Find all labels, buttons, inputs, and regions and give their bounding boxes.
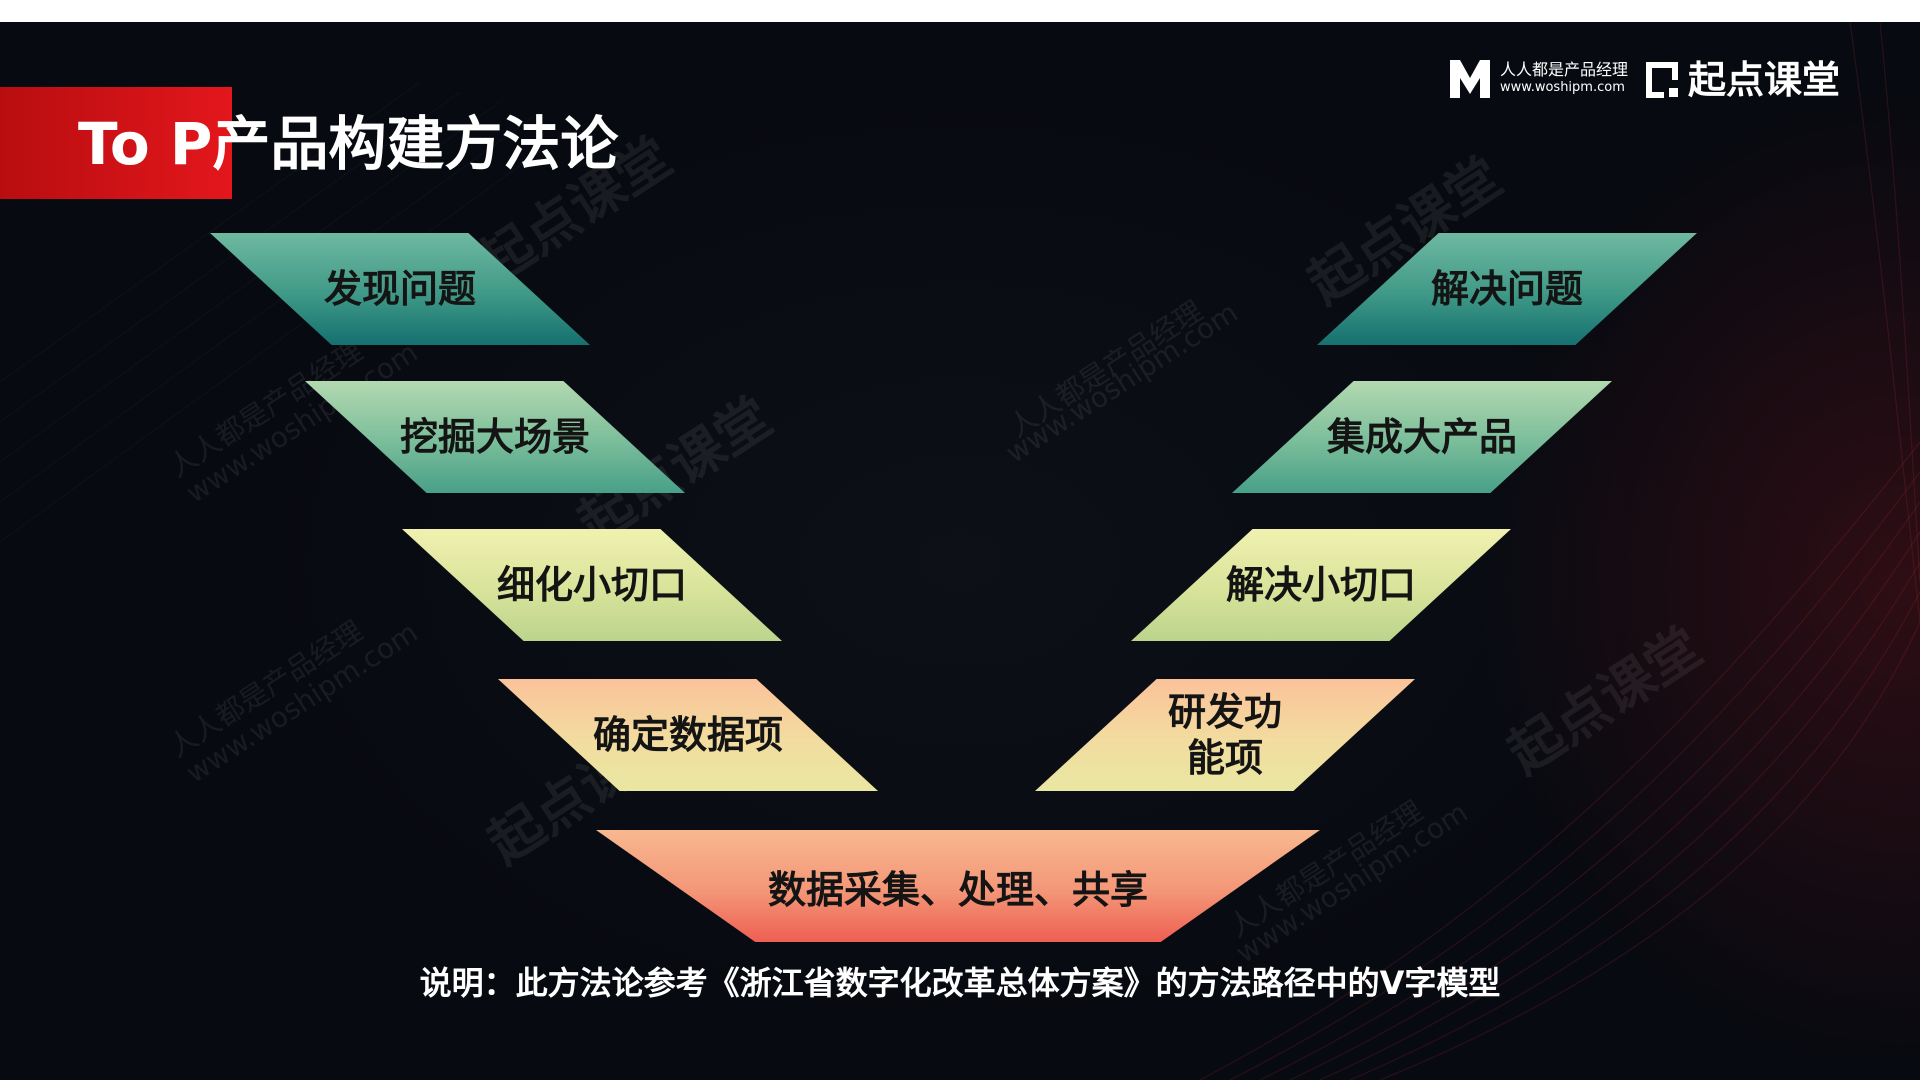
m-logo-icon <box>1450 60 1490 98</box>
brand-site-url: www.woshipm.com <box>1500 80 1625 95</box>
step-label: 发现问题 <box>323 267 476 311</box>
footnote: 说明：此方法论参考《浙江省数字化改革总体方案》的方法路径中的V字模型 <box>419 964 1501 1002</box>
step-label: 细化小切口 <box>496 563 687 607</box>
step-label: 数据采集、处理、共享 <box>767 867 1148 912</box>
title-accent-bar <box>0 87 232 199</box>
step-label: 解决小切口 <box>1225 563 1416 607</box>
brand-academy: 起点课堂 <box>1688 58 1841 102</box>
step-label: 解决问题 <box>1430 267 1583 311</box>
background-curves <box>1199 22 1920 1080</box>
slide-canvas: 起点课堂 起点课堂 起点课堂 起点课堂 起点课堂 人人都是产品经理 人人都是产品… <box>0 22 1920 1080</box>
step-label: 集成大产品 <box>1326 415 1517 459</box>
brand-site-name: 人人都是产品经理 <box>1500 60 1629 79</box>
step-label: 确定数据项 <box>592 713 783 757</box>
step-label: 研发功能项 <box>1167 690 1282 780</box>
q-logo-icon <box>1646 62 1678 98</box>
page-title: To P产品构建方法论 <box>78 110 619 178</box>
step-label: 挖掘大场景 <box>399 415 590 459</box>
